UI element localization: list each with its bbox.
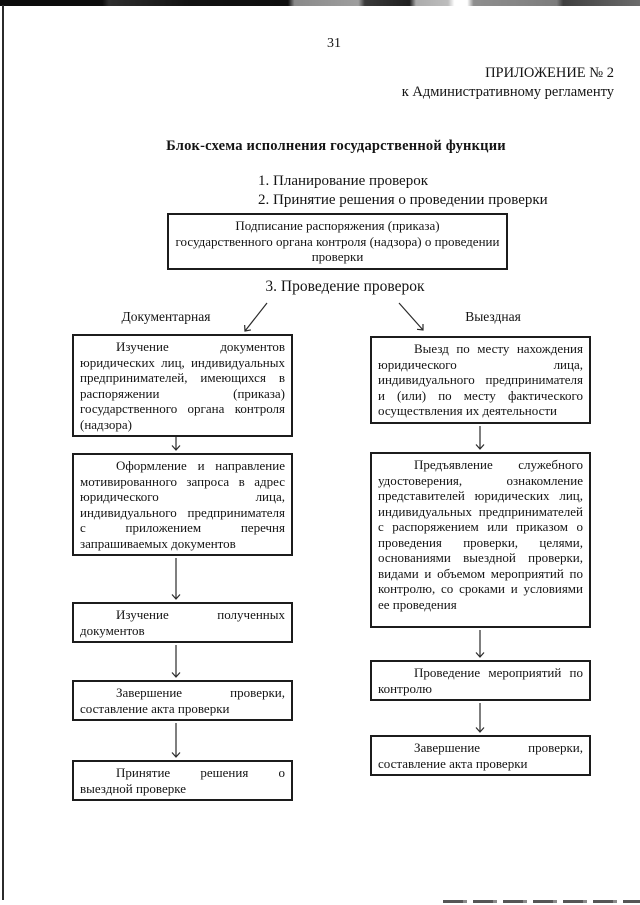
document-title: Блок-схема исполнения государственной фу…: [166, 138, 506, 154]
flow-box-left-study-documents: Изучение документов юридических лиц, инд…: [72, 334, 293, 437]
scan-edge-bottom: [443, 900, 640, 903]
branch-label-field: Выездная: [465, 309, 521, 324]
page-number: 31: [327, 36, 341, 51]
flow-box-right-completion-act: Завершение проверки, составление акта пр…: [370, 735, 591, 776]
appendix-line-2: к Административному регламенту: [401, 84, 614, 100]
flow-box-right-visit-location: Выезд по месту нахождения юридического л…: [370, 336, 591, 424]
flow-box-right-control-measures: Проведение мероприятий по контролю: [370, 660, 591, 701]
flow-box-left-field-decision: Принятие решения о выездной проверке: [72, 760, 293, 801]
steps-list: 1. Планирование проверок 2. Принятие реш…: [258, 172, 548, 210]
flow-box-left-study-received: Изучение полученных документов: [72, 602, 293, 643]
scan-edge-left: [2, 5, 4, 900]
step-item-1: 1. Планирование проверок: [258, 173, 429, 189]
appendix-line-1: ПРИЛОЖЕНИЕ № 2: [485, 65, 614, 81]
flow-box-left-motivated-request: Оформление и направление мотивированного…: [72, 453, 293, 556]
scan-edge-top: [0, 0, 640, 6]
flow-box-left-completion-act: Завершение проверки, составление акта пр…: [72, 680, 293, 721]
section-3-heading: 3. Проведение проверок: [265, 278, 425, 295]
arrow-branch-documentary: [244, 302, 268, 332]
step-item-2: 2. Принятие решения о проведении проверк…: [258, 192, 548, 208]
branch-label-documentary: Документарная: [121, 309, 211, 324]
arrow-branch-field: [398, 302, 424, 331]
flow-box-right-present-credentials: Предъявление служебного удостоверения, о…: [370, 452, 591, 628]
flow-box-signing-order: Подписание распоряжения (приказа) госуда…: [167, 213, 508, 270]
appendix-heading: ПРИЛОЖЕНИЕ № 2 к Административному регла…: [402, 64, 614, 102]
